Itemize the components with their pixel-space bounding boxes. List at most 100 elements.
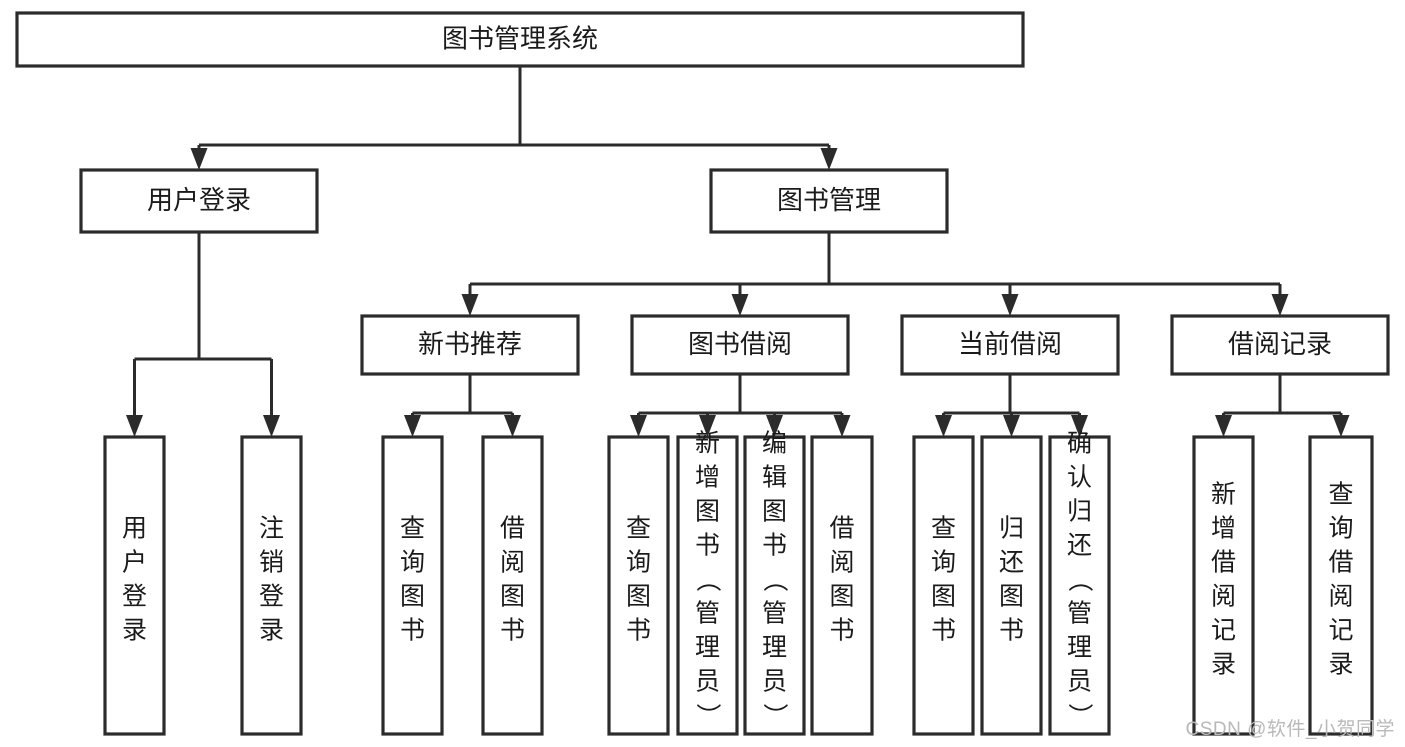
node-box — [1308, 435, 1374, 736]
node-label-char: 录 — [1211, 651, 1236, 679]
node-label-char: 借 — [1211, 549, 1236, 577]
node-label-char: 书 — [400, 617, 425, 645]
node-label: 图书借阅 — [688, 329, 792, 359]
arrow-head-icon — [731, 294, 749, 316]
node-label-char: 图 — [762, 498, 787, 526]
node-box — [743, 435, 806, 736]
node-label-char: 管 — [1067, 600, 1092, 628]
node-label-char: 图 — [999, 583, 1024, 611]
arrow-head-icon — [833, 415, 851, 437]
node-new-book-recommend[interactable]: 新书推荐 — [360, 314, 580, 376]
node-label-char: 阅 — [1328, 583, 1353, 611]
node-label-char: 阅 — [829, 549, 854, 577]
arrow-head-icon — [404, 415, 421, 437]
arrow-head-icon — [630, 415, 647, 437]
node-label-char: 录 — [1328, 651, 1353, 679]
node-box — [630, 314, 850, 376]
arrow-head-icon — [1001, 294, 1019, 316]
node-box — [79, 168, 319, 234]
node-label-char: 图 — [695, 498, 720, 526]
node-label-char: ） — [1066, 703, 1094, 728]
node-label-char: 询 — [400, 549, 425, 577]
node-root[interactable]: 图书管理系统 — [15, 11, 1025, 68]
arrow-head-icon — [1271, 294, 1289, 316]
node-label-char: 新 — [695, 430, 720, 458]
node-label-char: 还 — [1067, 532, 1092, 560]
node-label-char: 确 — [1067, 430, 1092, 458]
arrow-head-icon — [461, 294, 479, 316]
node-box — [912, 435, 975, 736]
node-label-char: 还 — [999, 549, 1024, 577]
node-label-char: 借 — [500, 515, 525, 543]
node-box — [15, 11, 1025, 68]
node-label-char: 管 — [762, 600, 787, 628]
connector-layer — [126, 66, 1350, 437]
node-label-char: 员 — [695, 668, 720, 696]
node-user-login[interactable]: 用户登录 — [79, 168, 319, 234]
arrow-head-icon — [1071, 415, 1088, 437]
node-label-char: 登 — [122, 583, 147, 611]
node-label-char: ） — [761, 703, 789, 728]
node-label-char: 书 — [762, 532, 787, 560]
node-box — [900, 314, 1120, 376]
node-label-char: 书 — [829, 617, 854, 645]
node-label-char: 书 — [626, 617, 651, 645]
node-label-char: 登 — [259, 583, 284, 611]
arrow-head-icon — [504, 415, 521, 437]
node-label-char: 用 — [122, 515, 147, 543]
node-label-char: （ — [1066, 567, 1094, 592]
node-book-borrow[interactable]: 图书借阅 — [630, 314, 850, 376]
node-leaf-user-login[interactable]: 用户登录 — [103, 435, 166, 736]
node-borrow-record[interactable]: 借阅记录 — [1170, 314, 1390, 376]
node-label-char: 书 — [999, 617, 1024, 645]
node-box — [980, 435, 1043, 736]
node-label-char: 书 — [695, 532, 720, 560]
arrow-head-icon — [1215, 415, 1232, 437]
arrow-head-icon — [820, 148, 838, 170]
arrow-head-icon — [1003, 415, 1020, 437]
node-label-char: 查 — [1328, 481, 1353, 509]
node-label-char: 归 — [999, 515, 1024, 543]
node-label-char: 增 — [695, 464, 720, 492]
node-label-char: （ — [761, 567, 789, 592]
node-label-char: 户 — [122, 549, 147, 577]
node-label-char: 图 — [500, 583, 525, 611]
node-label: 当前借阅 — [958, 329, 1062, 359]
node-label-char: 书 — [500, 617, 525, 645]
arrow-head-icon — [126, 415, 143, 437]
node-label-char: 记 — [1211, 617, 1236, 645]
node-box — [1192, 435, 1255, 736]
node-book-management[interactable]: 图书管理 — [709, 168, 949, 234]
node-box — [381, 435, 444, 736]
arrow-head-icon — [1332, 415, 1350, 437]
node-box — [1048, 435, 1111, 736]
node-label-char: （ — [694, 567, 722, 592]
arrow-head-icon — [190, 148, 208, 170]
node-label-char: 图 — [400, 583, 425, 611]
node-box — [240, 435, 303, 736]
node-label: 新书推荐 — [418, 329, 522, 359]
node-box — [103, 435, 166, 736]
node-box — [481, 435, 544, 736]
node-box — [810, 435, 874, 736]
node-label: 图书管理系统 — [442, 23, 598, 53]
node-label-char: 图 — [829, 583, 854, 611]
node-label: 借阅记录 — [1228, 329, 1332, 359]
node-current-borrow[interactable]: 当前借阅 — [900, 314, 1120, 376]
node-label-char: 认 — [1067, 464, 1092, 492]
arrow-head-icon — [699, 415, 716, 437]
